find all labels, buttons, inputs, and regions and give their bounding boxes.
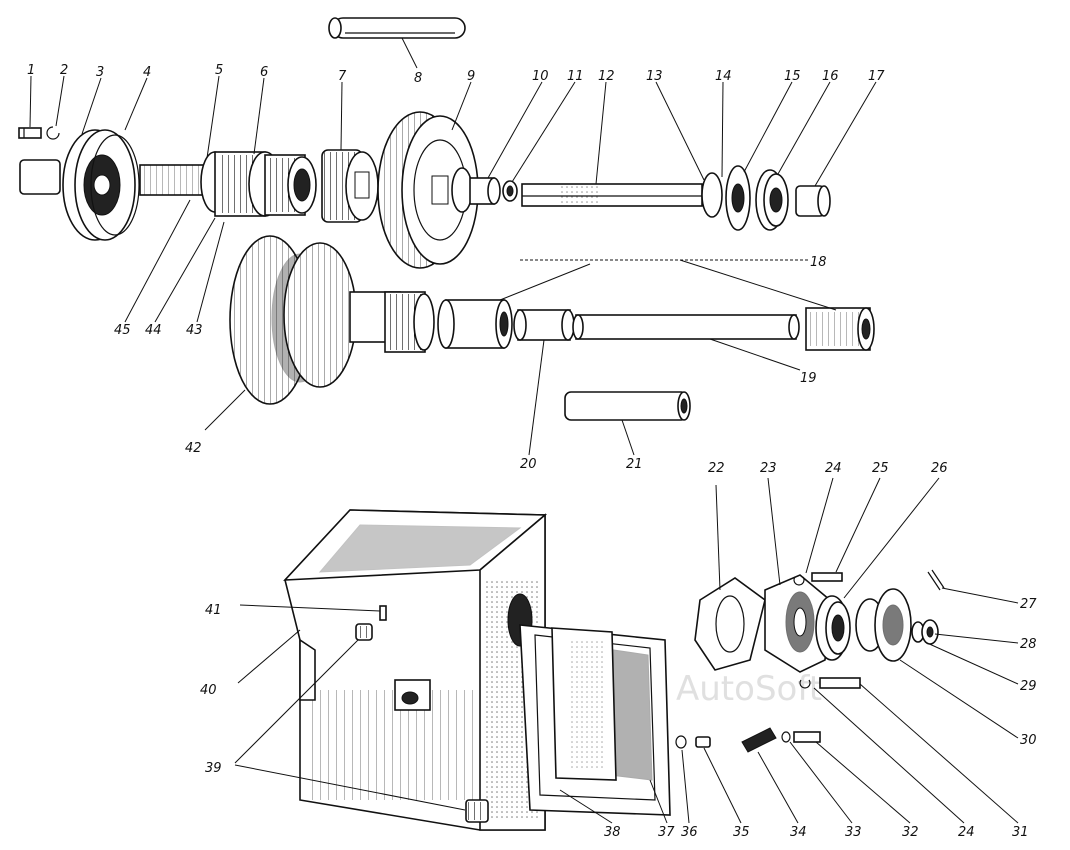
callout-43: 43: [186, 323, 203, 338]
callout-5: 5: [215, 63, 223, 78]
callout-24-bottom: 24: [958, 825, 975, 840]
callout-14: 14: [715, 69, 732, 84]
callout-15: 15: [784, 69, 801, 84]
part-30-flange: [855, 588, 912, 662]
part-22-gasket: [694, 577, 766, 671]
callout-32: 32: [902, 825, 919, 840]
part-37-38-cover-gasket: [519, 624, 671, 816]
part-1-bolt: [18, 127, 42, 139]
callout-labels: 1 2 3 4 5 6 7 8 9 10 11 12 13 14 15 16 1…: [27, 63, 1037, 840]
part-8-pin: [328, 17, 466, 39]
callout-6: 6: [260, 65, 268, 80]
part-18-sleeve-left: [437, 299, 513, 349]
callout-31: 31: [1012, 825, 1029, 840]
watermark: AutoSoft: [676, 669, 822, 709]
part-2-ring: [46, 126, 60, 140]
part-9-large-gear: [377, 111, 479, 269]
part-39-plugs: [355, 623, 489, 823]
callout-17: 17: [868, 69, 885, 84]
callout-9: 9: [467, 69, 475, 84]
part-5-6-synchronizer: [200, 151, 317, 217]
part-7-gear: [321, 149, 379, 223]
part-24-washer: [793, 576, 811, 689]
callout-20: 20: [520, 457, 537, 472]
part-28-29-nut-washer: [911, 619, 939, 645]
callout-40: 40: [200, 683, 217, 698]
callout-24: 24: [825, 461, 842, 476]
callout-7: 7: [338, 69, 347, 84]
part-42-gear-cluster: [229, 235, 435, 405]
callout-39: 39: [205, 761, 222, 776]
callout-11: 11: [567, 69, 584, 84]
part-23-bearing-cover: [764, 574, 831, 673]
part-32-bolt: [793, 731, 821, 743]
callout-35: 35: [733, 825, 750, 840]
callout-19: 19: [800, 371, 817, 386]
part-19-shaft: [572, 314, 800, 340]
part-10-11-spacers: [469, 177, 518, 205]
part-27-cotter-pin: [927, 569, 945, 591]
callout-27: 27: [1020, 597, 1037, 612]
part-25-bolt: [811, 572, 843, 582]
part-16-bearing: [755, 169, 789, 231]
callout-29: 29: [1020, 679, 1037, 694]
part-26-bearing: [815, 595, 851, 661]
part-41-plug: [379, 605, 387, 621]
main-shaft-upper: [139, 164, 211, 196]
callout-4: 4: [143, 65, 151, 80]
callout-36: 36: [681, 825, 698, 840]
callout-34: 34: [790, 825, 807, 840]
part-36-washer: [675, 735, 687, 749]
callout-37: 37: [658, 825, 675, 840]
part-20-bushing: [513, 309, 575, 341]
callout-22: 22: [708, 461, 725, 476]
part-35-plug: [695, 736, 711, 748]
callout-1: 1: [27, 63, 35, 78]
part-40-gearbox-housing: [283, 509, 548, 831]
part-21-pin: [564, 391, 691, 421]
part-12-shaft: [521, 183, 703, 207]
callout-12: 12: [598, 69, 615, 84]
callout-42: 42: [185, 441, 202, 456]
callout-44: 44: [145, 323, 162, 338]
part-17-bushing: [795, 185, 831, 217]
callout-3: 3: [96, 65, 104, 80]
part-31-bolt: [819, 677, 861, 689]
callout-10: 10: [532, 69, 549, 84]
callout-23: 23: [760, 461, 777, 476]
part-34-plate: [741, 727, 777, 753]
callout-16: 16: [822, 69, 839, 84]
part-33-washer: [781, 731, 791, 743]
callout-8: 8: [414, 71, 422, 86]
callout-28: 28: [1020, 637, 1037, 652]
part-18-sleeve-right: [805, 307, 875, 351]
leader-lines: [29, 37, 1019, 824]
callout-30: 30: [1020, 733, 1037, 748]
callout-33: 33: [845, 825, 862, 840]
callout-2: 2: [60, 63, 68, 78]
callout-21: 21: [626, 457, 643, 472]
callout-41: 41: [205, 603, 222, 618]
callout-18: 18: [810, 255, 827, 270]
part-13-14-15-bearing-cap: [701, 165, 751, 231]
callout-26: 26: [931, 461, 948, 476]
callout-25: 25: [872, 461, 889, 476]
callout-45: 45: [114, 323, 131, 338]
callout-13: 13: [646, 69, 663, 84]
callout-38: 38: [604, 825, 621, 840]
part-3-4-coupling-flange: [19, 129, 140, 241]
